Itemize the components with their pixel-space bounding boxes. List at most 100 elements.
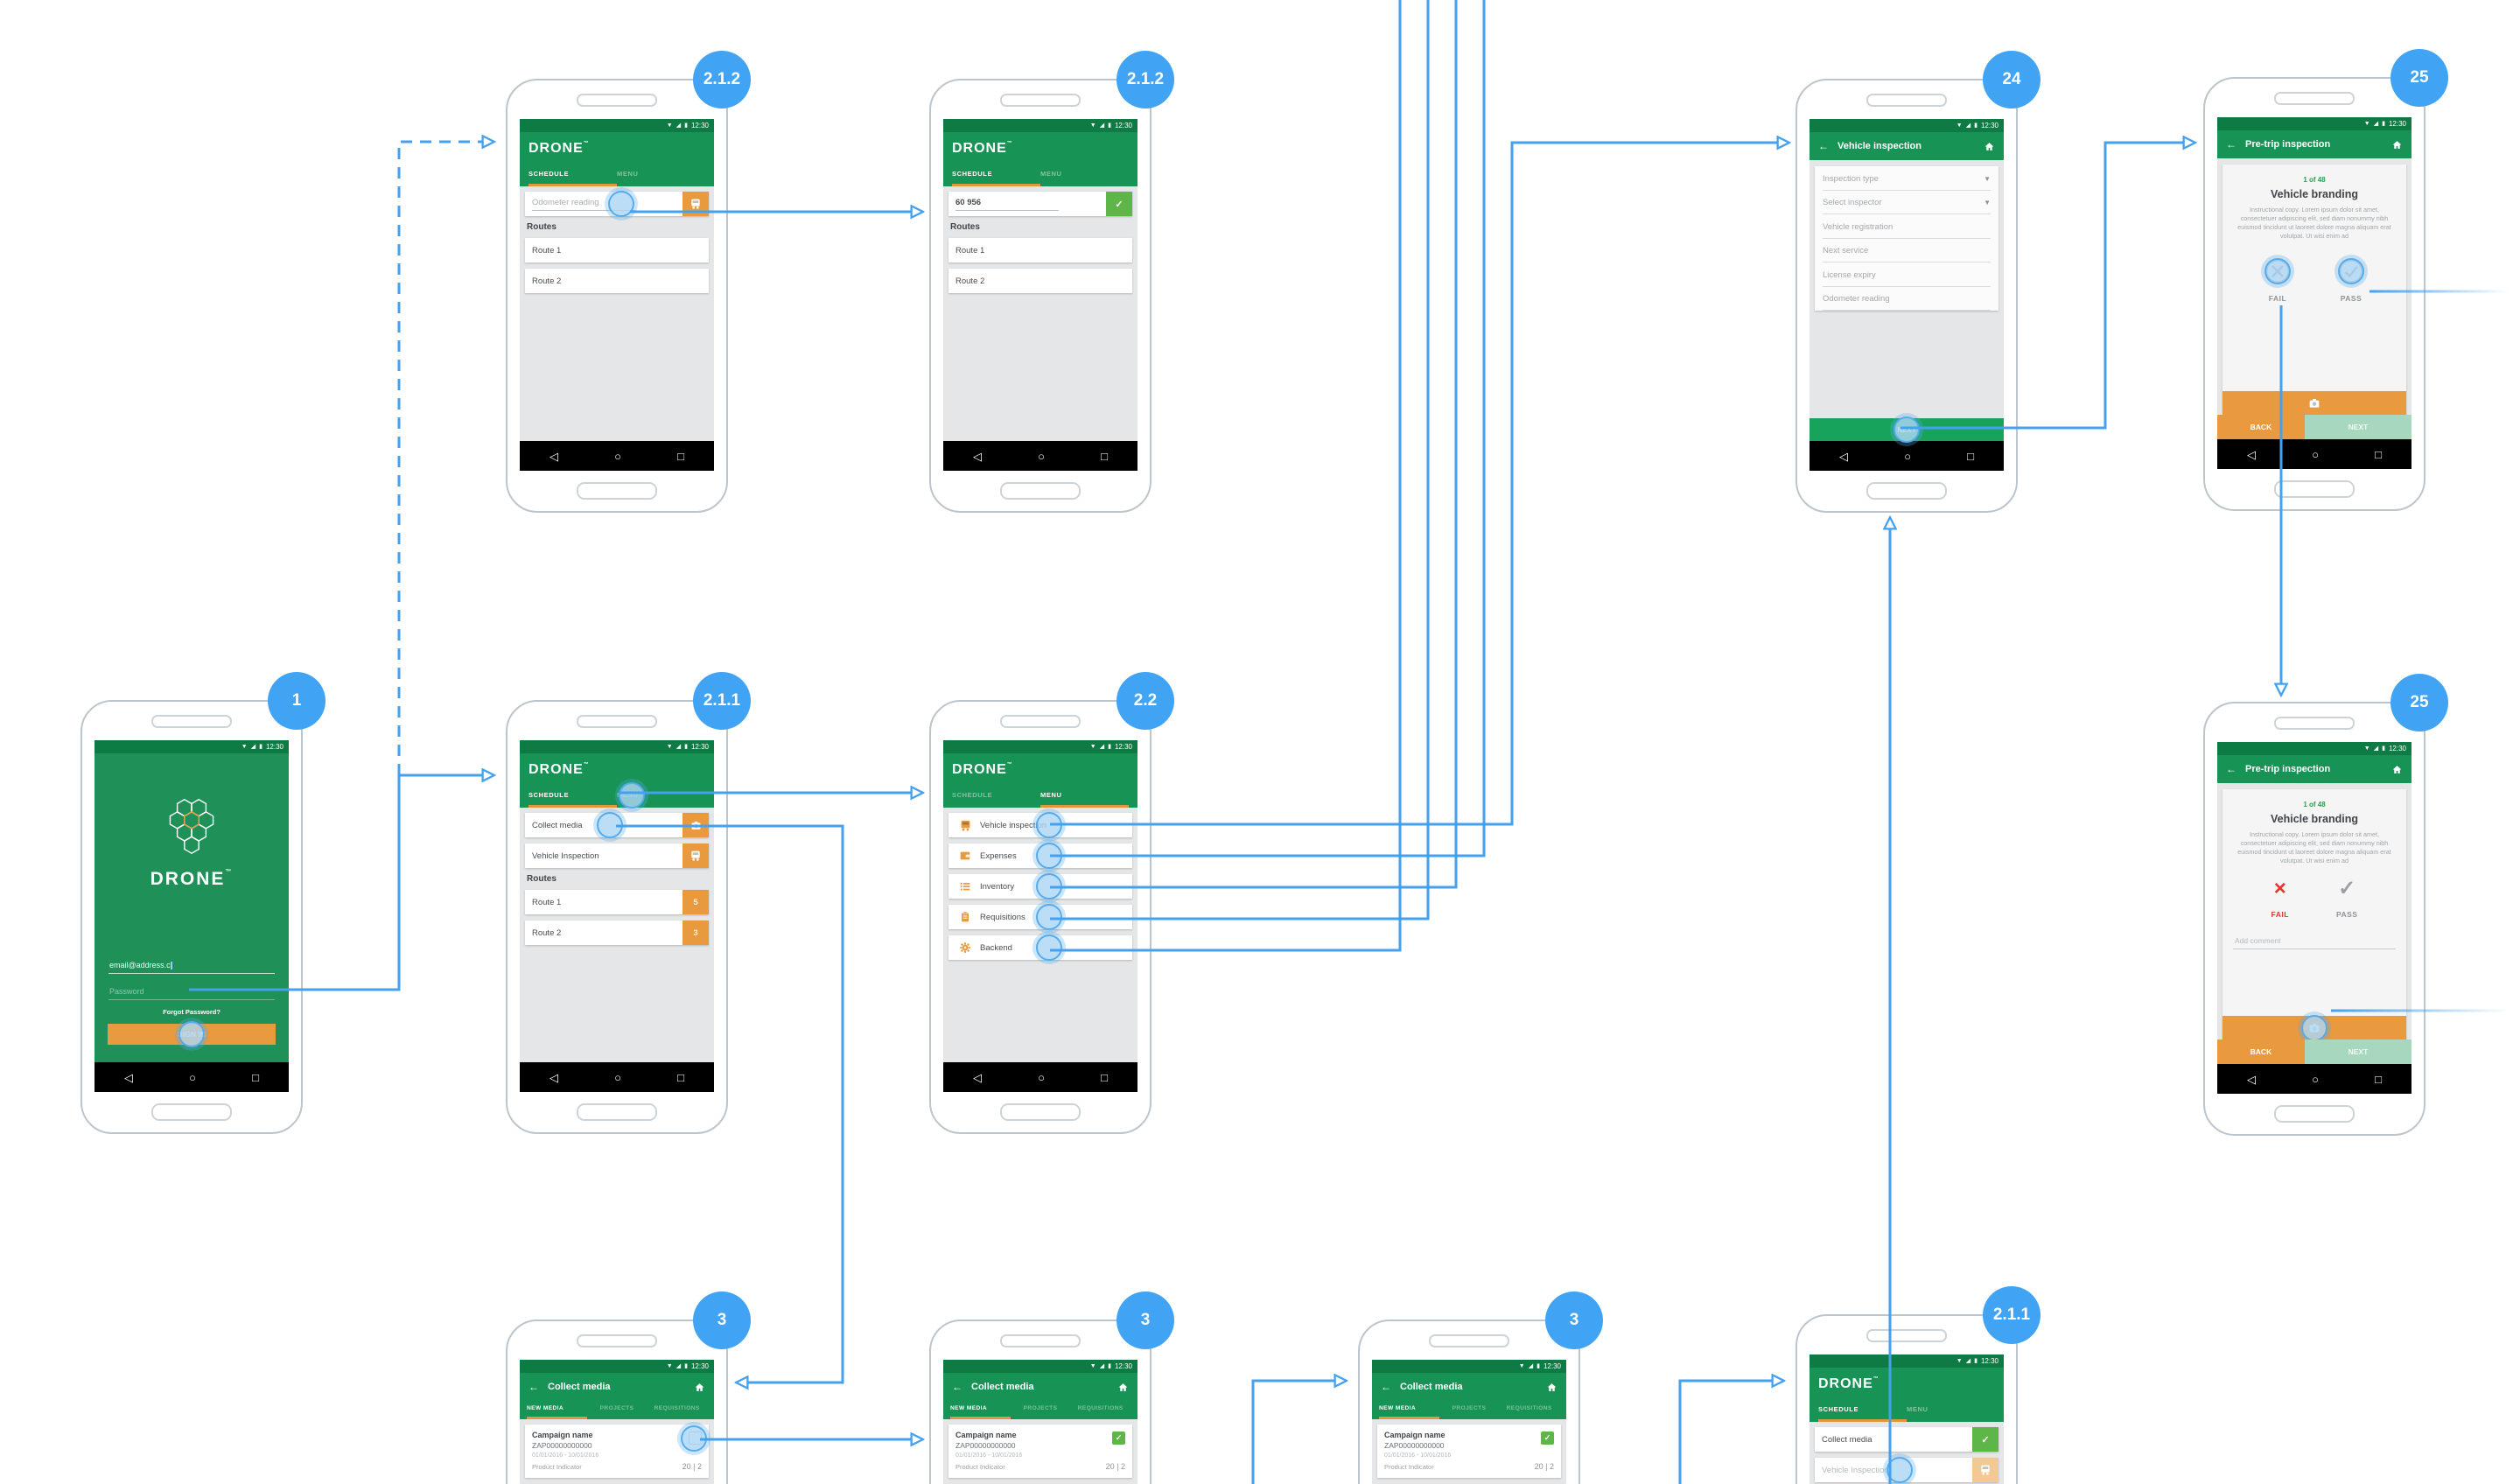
pass-option[interactable]: PASS	[2338, 258, 2364, 303]
collect-media-button[interactable]	[682, 813, 709, 837]
odometer-input-row[interactable]: Odometer reading	[525, 191, 709, 217]
back-arrow-icon[interactable]: ←	[2226, 138, 2236, 150]
fail-option-selected[interactable]: × FAIL	[2271, 877, 2289, 920]
menu-item-backend[interactable]: Backend	[948, 934, 1132, 961]
home-nav-icon[interactable]: ○	[1038, 449, 1045, 463]
tab-requisitions[interactable]: REQUISITIONS	[1506, 1405, 1552, 1411]
back-arrow-icon[interactable]: ←	[2226, 763, 2236, 775]
tab-schedule[interactable]: SCHEDULE	[528, 164, 617, 186]
home-button[interactable]	[2274, 480, 2355, 498]
touch-point[interactable]	[1894, 416, 1920, 443]
next-button[interactable]: NEXT	[1810, 416, 2004, 443]
add-comment-field[interactable]: Add comment	[2233, 933, 2396, 950]
touch-point[interactable]	[2338, 258, 2364, 285]
back-button[interactable]: BACK	[2217, 415, 2305, 439]
password-field[interactable]: Password	[108, 984, 275, 1000]
touch-point[interactable]	[1886, 1457, 1913, 1483]
home-nav-icon[interactable]: ○	[614, 1070, 621, 1084]
home-button[interactable]	[151, 1103, 232, 1121]
touch-point[interactable]	[1036, 843, 1062, 869]
take-photo-button[interactable]	[2222, 391, 2406, 415]
back-nav-icon[interactable]: ◁	[2247, 1072, 2256, 1086]
next-service-field[interactable]: Next service	[1823, 239, 1991, 262]
select-inspector-select[interactable]: Select inspector▼	[1823, 191, 1991, 214]
tab-projects[interactable]: PROJECTS	[1452, 1405, 1487, 1411]
tab-menu[interactable]: MENU	[1040, 786, 1129, 808]
tab-menu[interactable]: MENU	[617, 170, 639, 178]
back-nav-icon[interactable]: ◁	[550, 1070, 558, 1084]
home-icon[interactable]	[2391, 139, 2403, 150]
touch-point[interactable]	[1036, 904, 1062, 930]
tab-requisitions[interactable]: REQUISITIONS	[1077, 1405, 1124, 1411]
home-button[interactable]	[577, 1103, 657, 1121]
home-icon[interactable]	[2391, 764, 2403, 775]
vehicle-inspection-button[interactable]	[1972, 1458, 1998, 1482]
collect-media-done-button[interactable]: ✓	[1972, 1427, 1998, 1452]
menu-item-vehicle-inspection[interactable]: Vehicle inspection	[948, 812, 1132, 838]
recents-nav-icon[interactable]: □	[1101, 1070, 1108, 1084]
back-arrow-icon[interactable]: ←	[1381, 1381, 1391, 1393]
recents-nav-icon[interactable]: □	[2375, 447, 2382, 461]
home-icon[interactable]	[1546, 1382, 1558, 1393]
tab-schedule[interactable]: SCHEDULE	[1818, 1400, 1907, 1422]
back-nav-icon[interactable]: ◁	[550, 449, 558, 463]
tab-new-media[interactable]: NEW MEDIA	[527, 1401, 587, 1419]
home-button[interactable]	[1000, 1103, 1081, 1121]
home-button[interactable]	[2274, 1105, 2355, 1123]
vehicle-inspection-item[interactable]: Vehicle Inspection	[1815, 1457, 1998, 1483]
touch-point[interactable]	[681, 1425, 707, 1452]
campaign-card[interactable]: Campaign name ZAP00000000000 01/01/2016 …	[1377, 1424, 1561, 1478]
back-nav-icon[interactable]: ◁	[973, 1070, 982, 1084]
touch-point[interactable]	[619, 782, 645, 808]
odometer-reading-field[interactable]: Odometer reading	[1823, 287, 1991, 311]
recents-nav-icon[interactable]: □	[1967, 449, 1974, 463]
next-button-disabled[interactable]: NEXT	[2304, 415, 2412, 439]
fail-option[interactable]: FAIL	[2264, 258, 2291, 303]
back-button[interactable]: BACK	[2217, 1040, 2305, 1064]
recents-nav-icon[interactable]: □	[252, 1070, 259, 1084]
tab-projects[interactable]: PROJECTS	[1023, 1405, 1058, 1411]
tab-schedule[interactable]: SCHEDULE	[952, 791, 993, 799]
tab-projects[interactable]: PROJECTS	[599, 1405, 634, 1411]
campaign-checkbox-checked[interactable]: ✓	[1541, 1432, 1554, 1445]
route-item[interactable]: Route 2	[948, 269, 1132, 293]
submit-odometer-button[interactable]	[682, 192, 709, 216]
odometer-input[interactable]: Odometer reading	[532, 198, 635, 211]
touch-point[interactable]	[1036, 812, 1062, 838]
inspection-type-select[interactable]: Inspection type▼	[1823, 166, 1991, 191]
home-button[interactable]	[577, 482, 657, 500]
tab-menu[interactable]: MENU	[617, 782, 705, 808]
back-nav-icon[interactable]: ◁	[973, 449, 982, 463]
touch-point[interactable]	[178, 1021, 205, 1047]
next-button-disabled[interactable]: NEXT	[2304, 1040, 2412, 1064]
home-icon[interactable]	[694, 1382, 705, 1393]
tab-new-media[interactable]: NEW MEDIA	[1379, 1401, 1439, 1419]
collect-media-item[interactable]: Collect media	[525, 812, 709, 838]
pass-option[interactable]: ✓ PASS	[2335, 877, 2358, 920]
license-expiry-field[interactable]: License expiry	[1823, 262, 1991, 287]
menu-item-expenses[interactable]: Expenses	[948, 843, 1132, 869]
tab-schedule[interactable]: SCHEDULE	[528, 786, 617, 808]
touch-point[interactable]	[597, 812, 623, 838]
tab-schedule[interactable]: SCHEDULE	[952, 164, 1040, 186]
campaign-card[interactable]: Campaign name ZAP00000000000 01/01/2016 …	[948, 1424, 1132, 1478]
route-item[interactable]: Route 1	[948, 238, 1132, 262]
back-arrow-icon[interactable]: ←	[952, 1381, 962, 1393]
route-item[interactable]: Route 2 3	[525, 920, 709, 945]
campaign-checkbox-checked[interactable]: ✓	[1112, 1432, 1125, 1445]
collect-media-item-done[interactable]: Collect media ✓	[1815, 1427, 1998, 1452]
back-nav-icon[interactable]: ◁	[1839, 449, 1848, 463]
menu-item-requisitions[interactable]: Requisitions	[948, 904, 1132, 930]
tab-requisitions[interactable]: REQUISITIONS	[654, 1405, 700, 1411]
home-icon[interactable]	[1984, 141, 1995, 152]
home-icon[interactable]	[1117, 1382, 1129, 1393]
home-button[interactable]	[1866, 482, 1947, 500]
home-nav-icon[interactable]: ○	[1038, 1070, 1045, 1084]
touch-point[interactable]	[608, 191, 634, 217]
vehicle-inspection-button[interactable]	[682, 844, 709, 868]
route-item[interactable]: Route 1	[525, 238, 709, 262]
email-field[interactable]: email@address.c	[108, 958, 275, 974]
recents-nav-icon[interactable]: □	[2375, 1072, 2382, 1086]
vehicle-registration-field[interactable]: Vehicle registration	[1823, 214, 1991, 239]
home-nav-icon[interactable]: ○	[2312, 1072, 2319, 1086]
